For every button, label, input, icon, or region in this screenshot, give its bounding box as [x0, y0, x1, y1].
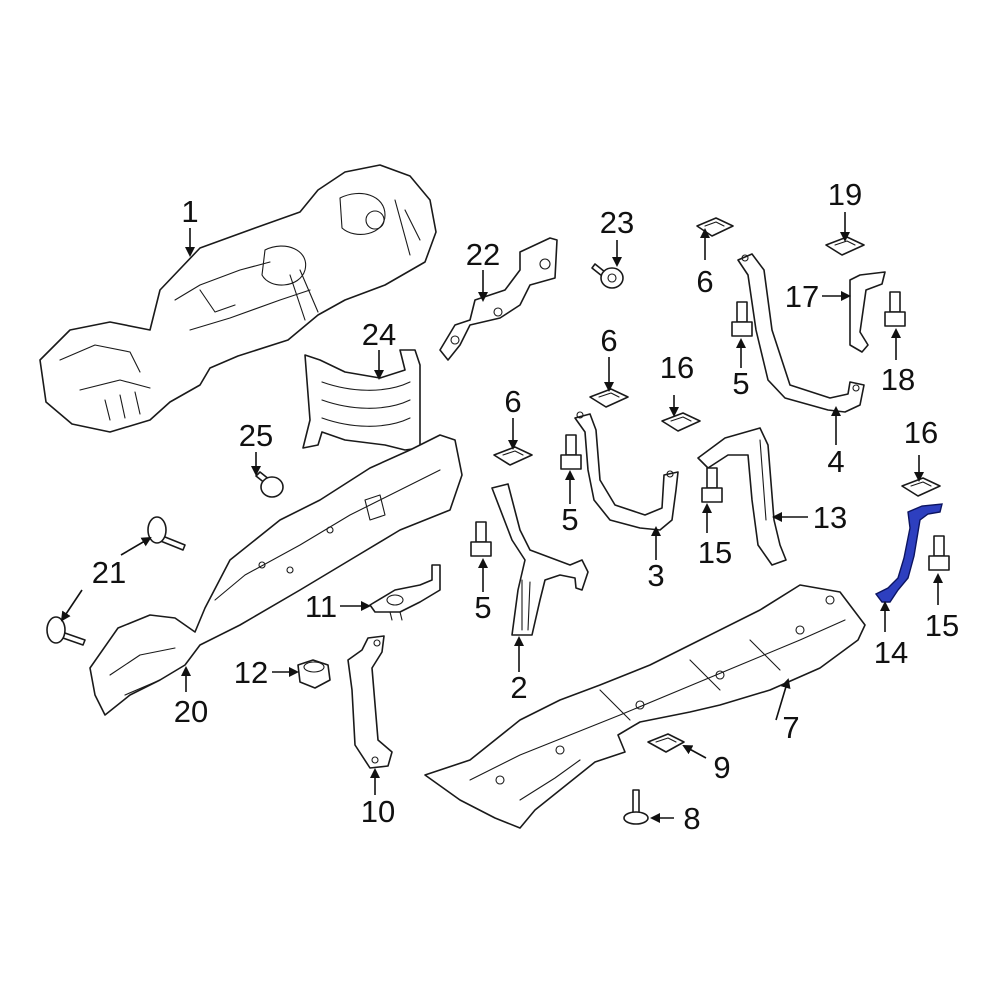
- callout-23: 23: [600, 205, 634, 240]
- callout-labels: 1 2 3 4 5 5 5 6 6 6 7 8 9 10 11 12 13 14…: [92, 177, 959, 836]
- stud-21a: [147, 516, 186, 551]
- heat-shield-20: [89, 434, 463, 716]
- strap-13: [697, 427, 787, 566]
- leader-lines: [60, 212, 943, 823]
- callout-3: 3: [647, 558, 664, 593]
- callout-15b: 15: [925, 608, 959, 643]
- callout-22: 22: [466, 237, 500, 272]
- bracket-14-highlighted: [874, 503, 943, 603]
- fuel-tank: [39, 164, 437, 433]
- bolt-8: [623, 789, 649, 825]
- bolt-5b: [560, 434, 582, 470]
- bracket-17: [849, 271, 886, 353]
- callout-25: 25: [239, 418, 273, 453]
- bolt-25: [255, 471, 284, 498]
- callout-6c: 6: [696, 264, 713, 299]
- callout-20: 20: [174, 694, 208, 729]
- callout-24: 24: [362, 317, 396, 352]
- callout-17: 17: [785, 279, 819, 314]
- callout-18: 18: [881, 362, 915, 397]
- callout-8: 8: [683, 801, 700, 836]
- strap-2: [491, 483, 589, 636]
- callout-6a: 6: [504, 384, 521, 419]
- callout-10: 10: [361, 794, 395, 829]
- callout-19: 19: [828, 177, 862, 212]
- bolt-5a: [470, 521, 492, 557]
- callout-13: 13: [813, 500, 847, 535]
- clip-6a: [493, 446, 533, 466]
- callout-16a: 16: [660, 350, 694, 385]
- bolt-5c: [731, 301, 753, 337]
- stud-21b: [46, 616, 86, 646]
- bolt-23: [591, 263, 624, 289]
- callout-5b: 5: [561, 502, 578, 537]
- callout-12: 12: [234, 655, 268, 690]
- strap-3: [574, 411, 679, 531]
- bracket-10: [347, 635, 393, 769]
- callout-2: 2: [510, 670, 527, 705]
- callout-5a: 5: [474, 590, 491, 625]
- callout-5c: 5: [732, 366, 749, 401]
- clip-9: [647, 733, 685, 753]
- clip-16b: [901, 477, 941, 497]
- callout-15a: 15: [698, 535, 732, 570]
- bolt-18: [884, 291, 906, 327]
- clip-6b: [589, 388, 629, 408]
- bracket-11: [369, 564, 441, 621]
- callout-7: 7: [782, 710, 799, 745]
- bracket-22: [439, 237, 558, 361]
- bolt-15b: [928, 535, 950, 571]
- strap-4: [737, 253, 865, 413]
- callout-4: 4: [827, 444, 844, 479]
- callout-14: 14: [874, 635, 908, 670]
- clip-16a: [661, 412, 701, 432]
- nut-12: [297, 659, 331, 689]
- callout-21: 21: [92, 555, 126, 590]
- callout-16b: 16: [904, 415, 938, 450]
- skid-plate-7: [424, 584, 866, 829]
- bolt-15a: [701, 467, 723, 503]
- callout-11: 11: [305, 589, 337, 624]
- clip-6c: [696, 217, 734, 237]
- heat-shield-24: [302, 349, 421, 451]
- callout-1: 1: [181, 194, 198, 229]
- callout-9: 9: [713, 750, 730, 785]
- callout-6b: 6: [600, 323, 617, 358]
